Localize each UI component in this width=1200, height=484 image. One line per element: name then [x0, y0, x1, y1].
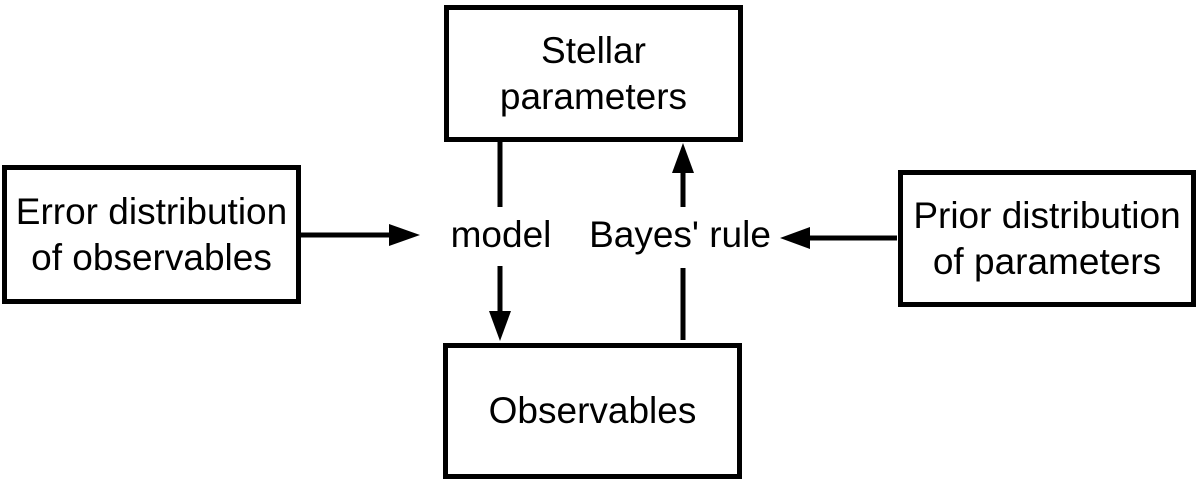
- node-stellar-parameters: Stellar parameters: [444, 5, 743, 142]
- node-error-distribution: Error distribution of observables: [2, 165, 301, 304]
- arrow-prior-to-bayes-head: [780, 227, 810, 249]
- arrow-model-to-observables-head: [489, 311, 511, 341]
- node-observables: Observables: [443, 343, 742, 479]
- edge-label-bayes-rule: Bayes' rule: [589, 214, 771, 256]
- arrow-error-to-model-head: [389, 224, 420, 246]
- arrow-bayes-to-stellar-head: [672, 143, 694, 173]
- node-prior-distribution: Prior distribution of parameters: [898, 170, 1196, 307]
- edge-label-model: model: [450, 214, 552, 256]
